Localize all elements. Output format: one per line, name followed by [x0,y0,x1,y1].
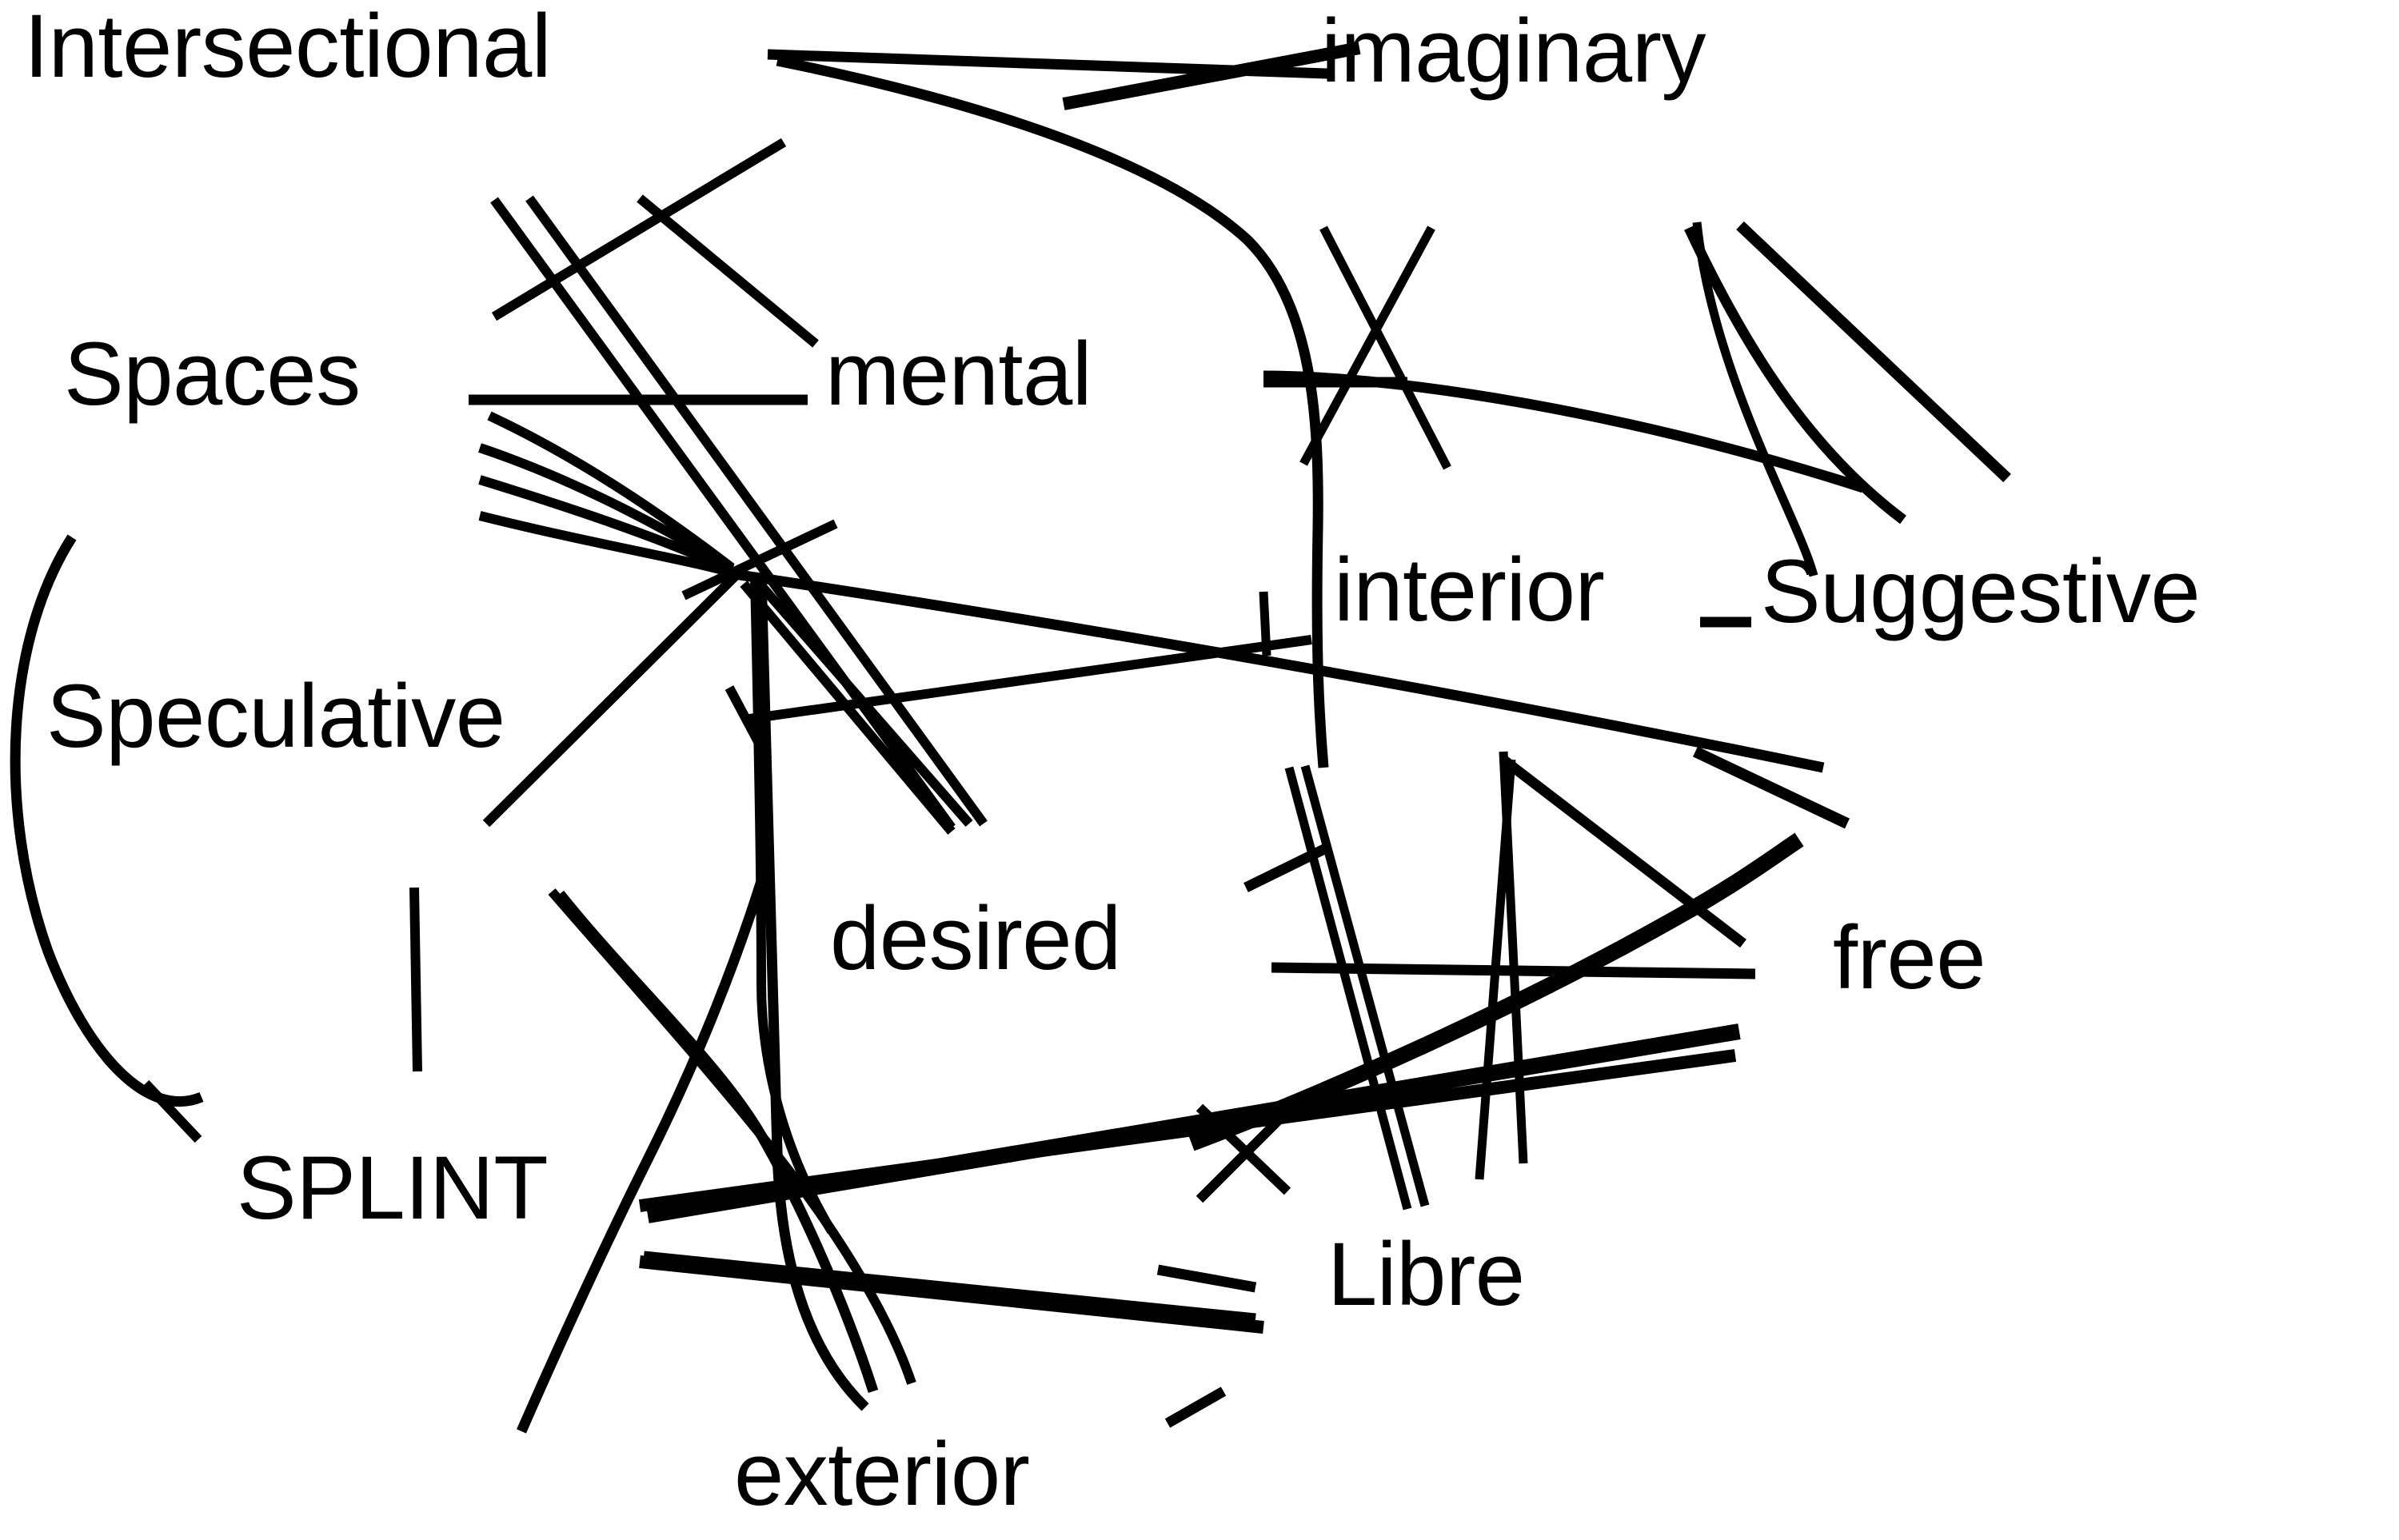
edge-intersectional-curve [776,55,1329,768]
edge-fan-3 [478,511,733,577]
node-label-intersectional[interactable]: Intersectional [24,0,552,96]
edge-upper-right-down-a [1500,755,1746,948]
edge-hub-to-free [733,569,1825,773]
node-label-desired[interactable]: desired [830,888,1121,988]
node-label-mental[interactable]: mental [825,324,1092,424]
edge-hub-vertical [750,577,836,1235]
edge-right-arc-outer [1684,225,1906,525]
edge-desired-cross-a [1243,843,1330,892]
edge-right-straight [1736,221,2011,483]
edge-desired-cross-b [1499,751,1528,1164]
edge-fan-4 [487,411,735,572]
edge-upper-right-down-b [1693,746,1850,829]
edge-speculative-lead [743,635,1312,724]
edge-top-diagonal [1062,42,1361,110]
edge-x-right-b [1299,225,1435,466]
edge-libre-steep-a [1284,766,1412,1211]
edge-spec-short-diag [142,1079,202,1143]
node-label-splint[interactable]: SPLINT [237,1138,549,1238]
edge-steep-parallel-a [490,197,956,831]
edge-exterior-stem-b [517,880,767,1434]
node-label-imaginary[interactable]: imaginary [1321,1,1706,101]
node-label-interior[interactable]: interior [1334,540,1605,640]
edge-center-vertical-long [756,575,869,1411]
edge-thick-sweep [646,1023,1741,1223]
node-label-libre[interactable]: Libre [1327,1224,1525,1324]
node-label-suggestive[interactable]: Suggestive [1761,541,2201,641]
edge-diagonal-left-up [637,194,819,348]
edge-libre-lead [1156,1264,1257,1293]
edge-diagonal-left-down [491,138,787,321]
edge-left-outer-arc [10,534,204,1107]
edge-bottom-sweep [643,1251,1256,1326]
edge-exterior-stem [555,890,879,1393]
edge-interior-tick-left [1259,591,1271,656]
edge-libre-steep-b [1300,764,1430,1207]
edge-steep-parallel-b [525,195,988,827]
edge-splint-up-curve [548,888,916,1385]
node-label-spaces[interactable]: Spaces [64,324,361,424]
edge-splint-tick [409,887,422,1072]
edge-hub-crossbar [681,519,838,600]
edge-hub-to-lower-left [482,572,740,828]
node-label-free[interactable]: free [1833,908,1986,1007]
edge-x-right-a [1319,225,1451,470]
node-label-speculative[interactable]: Speculative [46,666,505,766]
edge-fan-2 [478,475,734,576]
edge-exterior-tick [1164,1386,1227,1428]
edge-interior-right-boundary [1692,221,1818,577]
edge-libre-cross-b [1196,1099,1299,1203]
node-label-exterior[interactable]: exterior [734,1424,1030,1524]
